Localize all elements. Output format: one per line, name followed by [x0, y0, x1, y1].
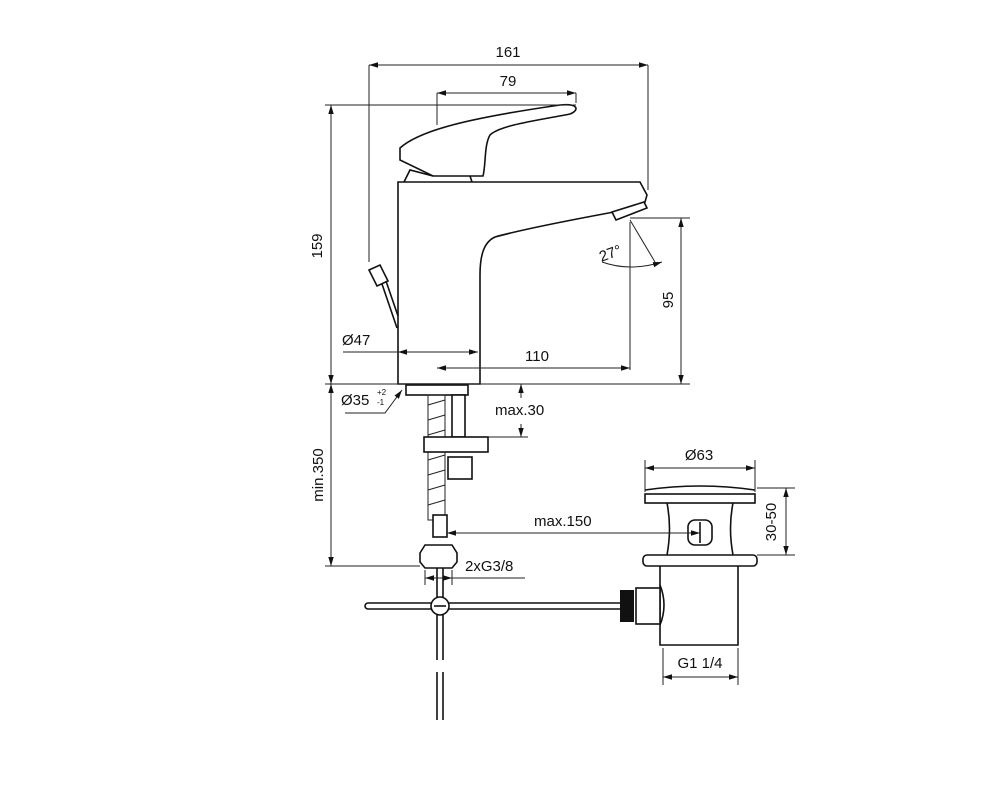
dim-d35-tol-plus: +2 — [377, 388, 387, 397]
dim-min350: min.350 — [310, 448, 327, 501]
dim-2xg38: 2xG3/8 — [465, 558, 513, 575]
dim-79: 79 — [500, 73, 517, 90]
popup-lever — [367, 263, 399, 329]
dim-95: 95 — [660, 292, 677, 309]
dim-30-50: 30-50 — [763, 503, 780, 541]
dim-d47: Ø47 — [342, 332, 370, 349]
mounting-parts — [405, 384, 489, 569]
dim-159: 159 — [309, 233, 326, 258]
dim-d63: Ø63 — [685, 447, 713, 464]
dim-d35-tol-minus: -1 — [377, 398, 385, 407]
dim-161: 161 — [495, 44, 520, 61]
dim-max30: max.30 — [495, 402, 544, 419]
dim-d35: Ø35 — [341, 392, 369, 409]
faucet-body — [397, 169, 649, 385]
lever-handle — [399, 103, 577, 177]
dim-max150: max.150 — [534, 513, 592, 530]
dimension-lines — [325, 62, 795, 685]
dim-110: 110 — [525, 348, 549, 365]
aerator — [610, 201, 649, 222]
dim-27deg: 27° — [597, 242, 624, 266]
waste-valve — [620, 485, 758, 646]
popup-rod — [364, 568, 622, 720]
dim-g114: G1 1/4 — [677, 655, 722, 672]
